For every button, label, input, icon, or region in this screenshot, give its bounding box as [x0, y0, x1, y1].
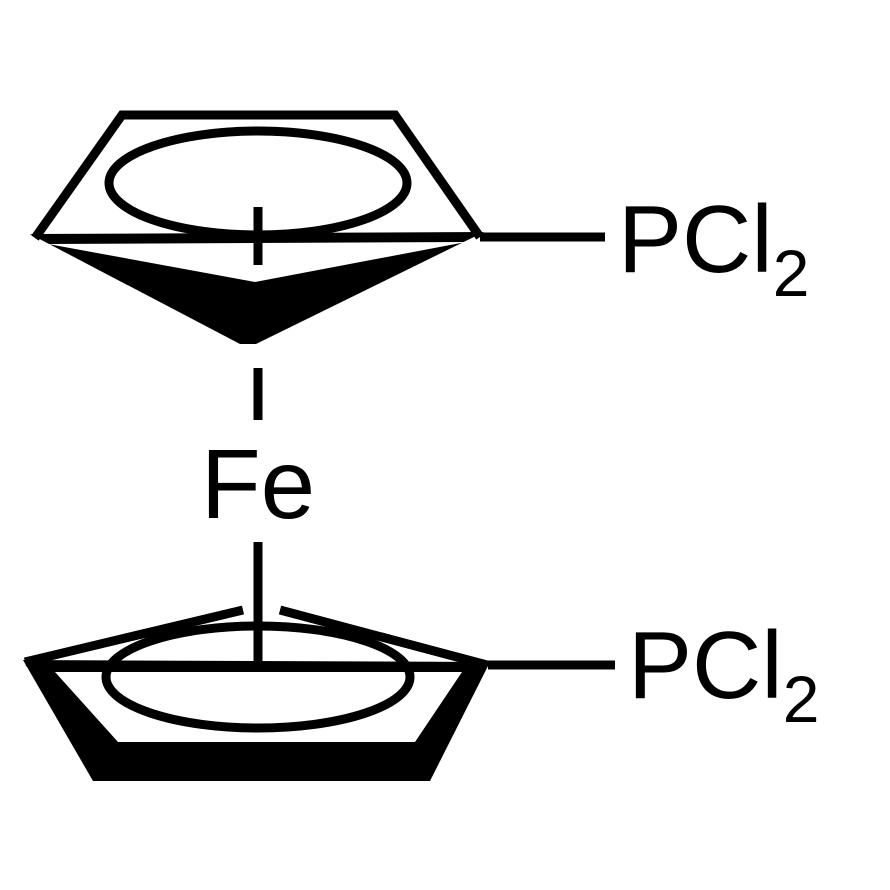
lower-ring-back-edge-left: [23, 605, 245, 667]
lower-pcl-text: PCl: [628, 612, 783, 719]
upper-cp-ring: [30, 110, 484, 344]
upper-pcl-text: PCl: [618, 186, 773, 293]
lower-ring-wedge-highlight: [55, 672, 462, 742]
lower-ring-back-edge-right: [278, 605, 489, 670]
upper-pcl2-label: PCl2: [618, 186, 809, 310]
upper-subscript-2: 2: [773, 236, 810, 310]
lower-ring-aromatic-ellipse: [101, 621, 415, 733]
lower-cp-ring: [23, 605, 490, 781]
fe-atom-label: Fe: [201, 429, 315, 539]
lower-subscript-2: 2: [783, 662, 820, 736]
upper-ring-back-edges: [31, 110, 484, 241]
lower-pcl2-label: PCl2: [628, 612, 819, 736]
